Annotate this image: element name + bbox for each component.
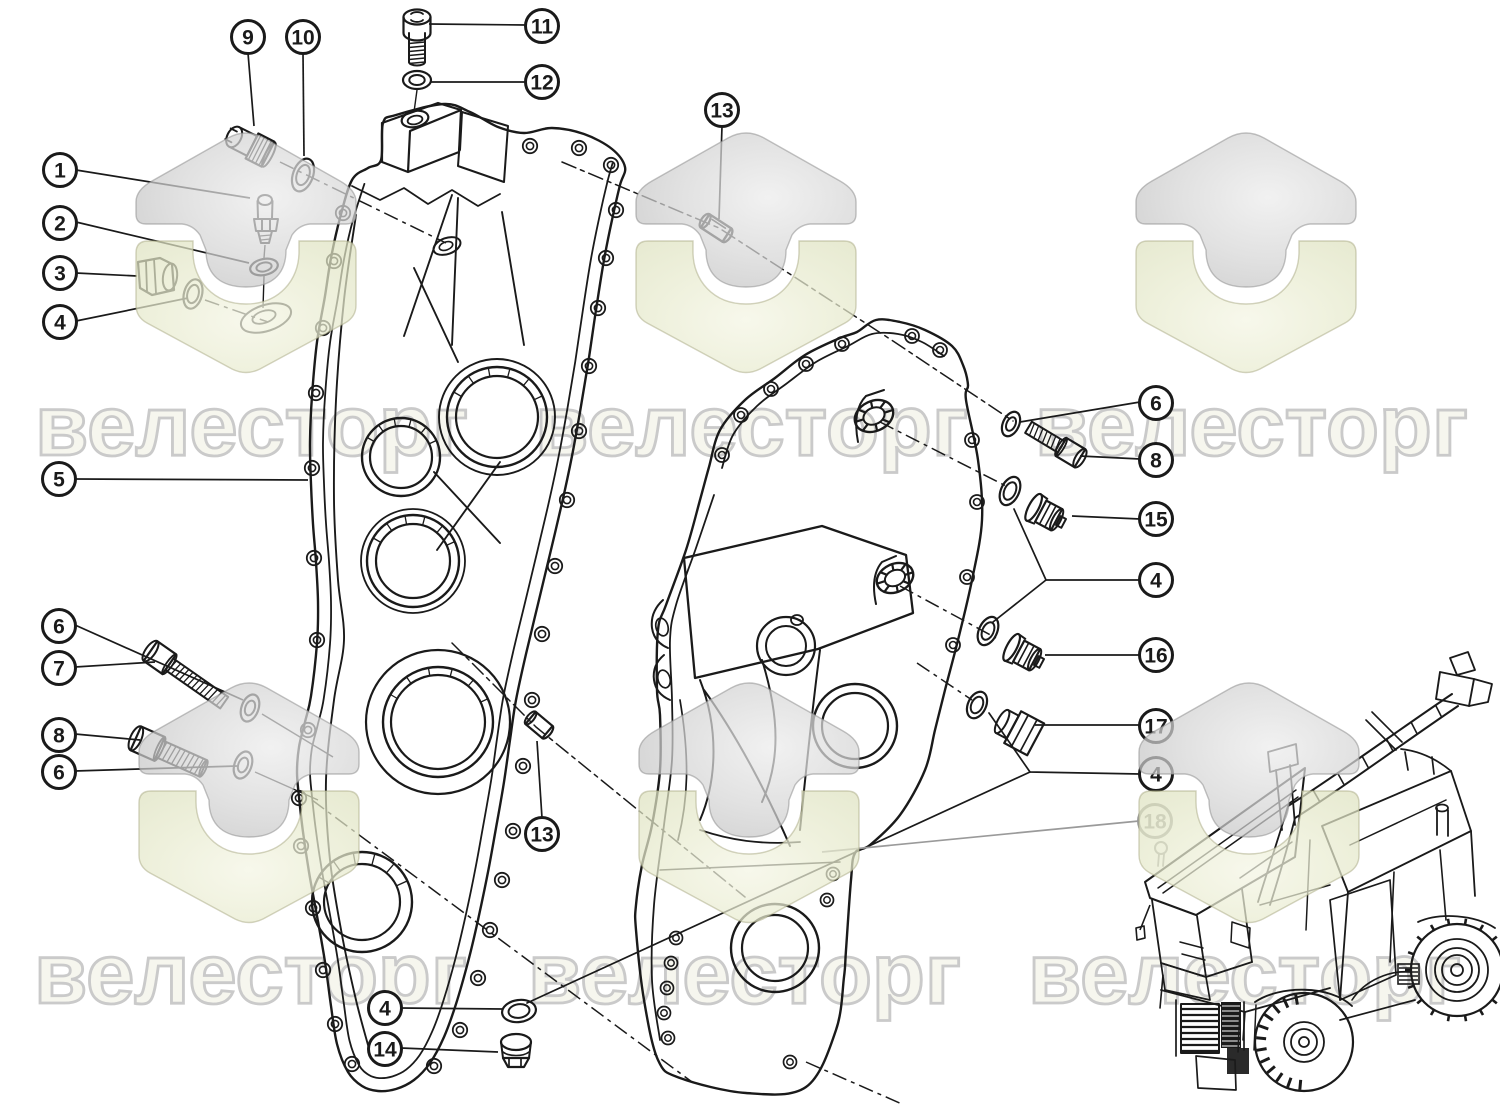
svg-text:велесторг: велесторг: [1035, 379, 1468, 474]
svg-text:8: 8: [53, 725, 65, 748]
svg-text:6: 6: [53, 616, 65, 639]
svg-text:6: 6: [1150, 393, 1162, 416]
svg-text:7: 7: [53, 658, 65, 681]
svg-text:6: 6: [53, 762, 65, 785]
svg-text:11: 11: [531, 16, 554, 39]
svg-text:12: 12: [530, 72, 553, 95]
svg-text:3: 3: [54, 263, 66, 286]
svg-text:9: 9: [242, 27, 254, 50]
svg-text:13: 13: [530, 824, 553, 847]
svg-text:13: 13: [710, 100, 733, 123]
svg-text:8: 8: [1150, 450, 1162, 473]
svg-text:велесторг: велесторг: [528, 927, 961, 1022]
svg-text:15: 15: [1144, 509, 1168, 532]
svg-text:4: 4: [1150, 570, 1162, 593]
svg-text:2: 2: [54, 213, 66, 236]
svg-text:10: 10: [291, 27, 314, 50]
svg-text:14: 14: [373, 1039, 397, 1062]
svg-text:4: 4: [379, 998, 391, 1021]
svg-text:5: 5: [53, 469, 65, 492]
svg-text:велесторг: велесторг: [34, 927, 467, 1022]
svg-text:16: 16: [1144, 645, 1167, 668]
svg-text:1: 1: [54, 160, 66, 183]
svg-text:4: 4: [54, 312, 66, 335]
